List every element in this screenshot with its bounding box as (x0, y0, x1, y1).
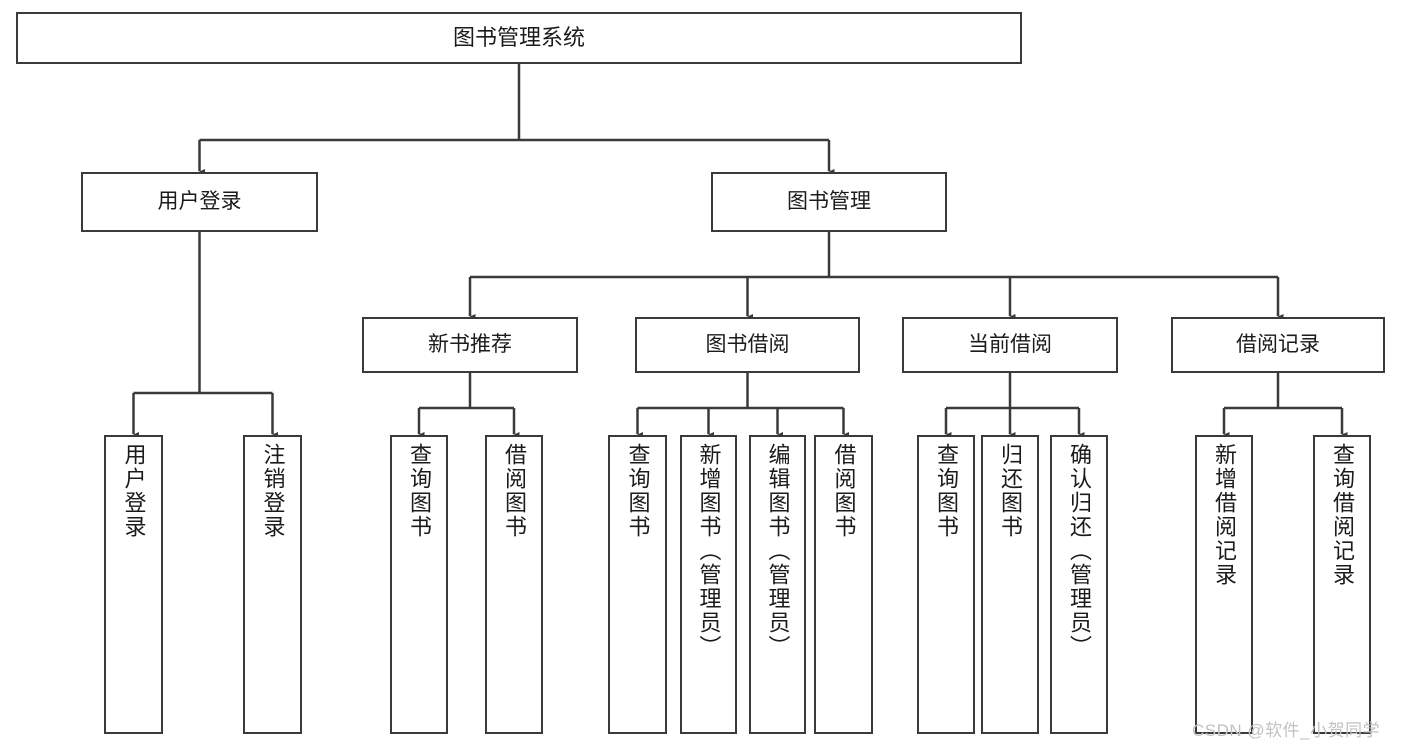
node-leaf-user-login: 用户登录 (104, 435, 163, 734)
node-label: 查询图书 (625, 443, 651, 539)
node-label: 当前借阅 (968, 333, 1052, 357)
node-label: 借阅图书 (831, 443, 857, 539)
node-leaf-borrow-book-1: 借阅图书 (485, 435, 543, 734)
node-label: 编辑图书（管理员） (765, 443, 791, 659)
node-new-book-rec: 新书推荐 (362, 317, 578, 373)
node-leaf-edit-book: 编辑图书（管理员） (749, 435, 806, 734)
node-leaf-return-book: 归还图书 (981, 435, 1039, 734)
node-leaf-confirm-return: 确认归还（管理员） (1050, 435, 1108, 734)
node-label: 图书管理系统 (452, 24, 585, 50)
node-leaf-add-book: 新增图书（管理员） (680, 435, 737, 734)
node-leaf-add-record: 新增借阅记录 (1195, 435, 1253, 734)
node-label: 查询图书 (934, 443, 959, 539)
edge-paths (128, 64, 1348, 442)
node-label: 用户登录 (157, 190, 242, 214)
node-label: 查询借阅记录 (1330, 443, 1355, 587)
node-label: 查询图书 (407, 443, 432, 539)
node-label: 新增借阅记录 (1212, 443, 1237, 587)
node-leaf-query-book-2: 查询图书 (608, 435, 667, 734)
node-leaf-query-book-3: 查询图书 (917, 435, 975, 734)
node-leaf-borrow-book-2: 借阅图书 (814, 435, 873, 734)
node-book-borrow: 图书借阅 (635, 317, 860, 373)
node-root: 图书管理系统 (16, 12, 1022, 64)
node-leaf-user-logout: 注销登录 (243, 435, 302, 734)
node-borrow-record: 借阅记录 (1171, 317, 1385, 373)
node-label: 借阅记录 (1236, 333, 1320, 357)
node-label: 注销登录 (260, 443, 286, 539)
node-label: 新书推荐 (428, 333, 512, 357)
node-label: 图书管理 (787, 190, 871, 214)
node-leaf-query-record: 查询借阅记录 (1313, 435, 1371, 734)
node-book-manage: 图书管理 (711, 172, 947, 232)
node-label: 借阅图书 (502, 443, 527, 539)
node-label: 新增图书（管理员） (696, 443, 722, 659)
node-label: 归还图书 (998, 443, 1023, 539)
node-user-login: 用户登录 (81, 172, 318, 232)
node-label: 确认归还（管理员） (1067, 443, 1092, 659)
node-current-borrow: 当前借阅 (902, 317, 1118, 373)
node-label: 用户登录 (121, 443, 147, 539)
node-label: 图书借阅 (705, 333, 790, 357)
node-leaf-query-book-1: 查询图书 (390, 435, 448, 734)
